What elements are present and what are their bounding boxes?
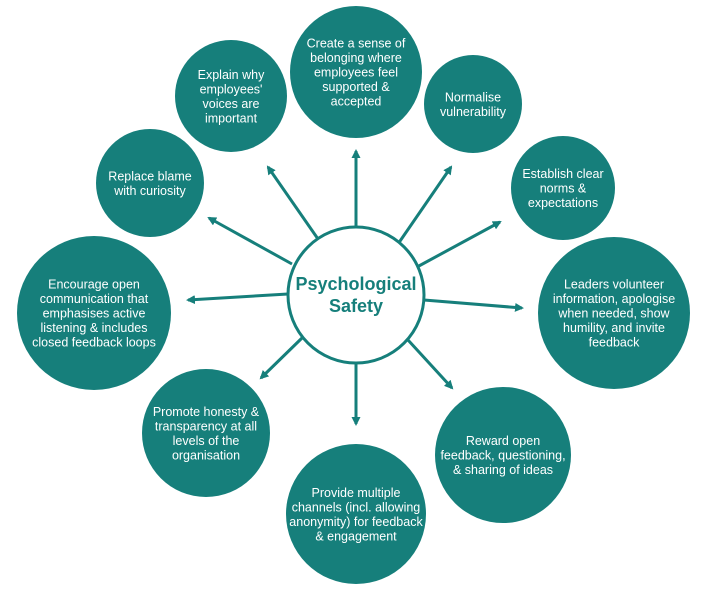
node-text-line: transparency at all: [155, 419, 257, 433]
arrow-to-curiosity: [207, 216, 293, 266]
node-text-line: employees': [200, 82, 263, 96]
node-circle-leaders: [538, 237, 690, 389]
arrow-to-communication: [186, 292, 289, 305]
node-text-line: employees feel: [314, 66, 398, 80]
node-text-line: & sharing of ideas: [453, 463, 553, 477]
node-circle-reward: [435, 387, 571, 523]
node-text-line: belonging where: [310, 51, 402, 65]
node-circle-vulnerability: [424, 55, 522, 153]
node-text-line: levels of the: [173, 434, 240, 448]
node-text-line: important: [205, 111, 258, 125]
node-text-line: Normalise: [445, 90, 501, 104]
node-text-line: Explain why: [198, 68, 265, 82]
node-text-line: voices are: [203, 97, 260, 111]
node-text-line: anonymity) for feedback: [289, 515, 423, 529]
node-text-line: feedback: [589, 336, 640, 350]
node-text-line: Replace blame: [108, 169, 191, 183]
node-text-line: vulnerability: [440, 105, 507, 119]
node-text-line: organisation: [172, 448, 240, 462]
center-title-line: Safety: [329, 296, 383, 316]
node-circle-channels: [286, 444, 426, 584]
node-text-line: information, apologise: [553, 292, 675, 306]
arrow-to-norms: [416, 220, 502, 269]
arrows-layer: [186, 149, 524, 426]
node-text-line: communication that: [40, 292, 149, 306]
node-text-line: feedback, questioning,: [440, 449, 565, 463]
arrow-to-voices: [266, 165, 320, 240]
node-text-line: accepted: [331, 95, 382, 109]
node-text-line: Establish clear: [522, 167, 603, 181]
node-circle-curiosity: [96, 129, 204, 237]
node-text-line: when needed, show: [557, 307, 670, 321]
center-title-line: Psychological: [295, 274, 416, 294]
node-circle-communication: [17, 236, 171, 390]
node-text-line: norms &: [540, 182, 587, 196]
node-text-line: humility, and invite: [563, 321, 665, 335]
node-circle-voices: [175, 40, 287, 152]
node-text-line: Encourage open: [48, 278, 140, 292]
node-honesty: Promote honesty &transparency at allleve…: [142, 369, 270, 497]
node-circle-honesty: [142, 369, 270, 497]
arrow-to-vulnerability: [396, 165, 453, 245]
node-circle-belonging: [290, 6, 422, 138]
node-text-line: & engagement: [315, 529, 397, 543]
node-circle-norms: [511, 136, 615, 240]
node-text-line: Promote honesty &: [153, 405, 260, 419]
node-text-line: expectations: [528, 196, 598, 210]
arrow-to-honesty: [259, 336, 304, 380]
node-text-line: Reward open: [466, 434, 540, 448]
node-text-line: emphasises active: [43, 307, 146, 321]
node-text-line: Create a sense of: [307, 37, 406, 51]
center-circle: [286, 225, 426, 365]
node-text-line: Leaders volunteer: [564, 278, 664, 292]
node-text-line: with curiosity: [113, 184, 186, 198]
node-text-line: closed feedback loops: [32, 336, 156, 350]
node-text-line: listening & includes: [40, 321, 147, 335]
node-text-line: supported &: [322, 80, 390, 94]
node-text-line: channels (incl. allowing: [292, 500, 421, 514]
arrow-to-reward: [406, 338, 454, 390]
arrow-to-leaders: [423, 298, 524, 312]
node-text-line: Provide multiple: [312, 486, 401, 500]
